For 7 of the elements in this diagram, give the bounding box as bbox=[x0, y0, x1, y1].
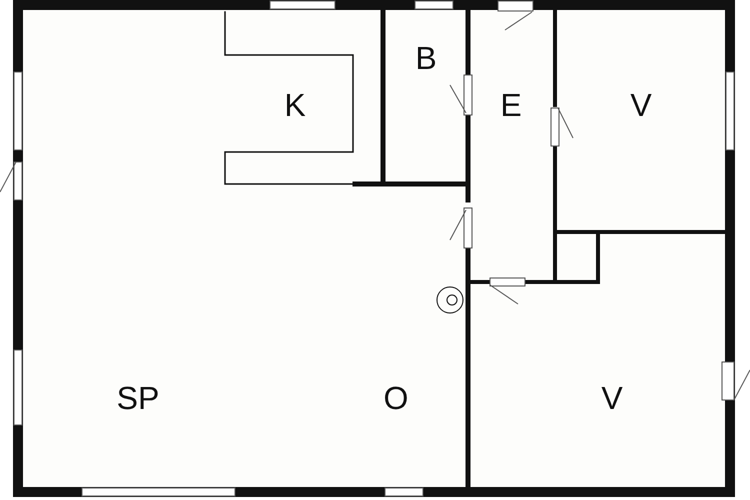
room-label: V bbox=[630, 89, 652, 121]
room-label: O bbox=[384, 382, 408, 414]
room-label: E bbox=[500, 89, 522, 121]
room-label: V bbox=[601, 382, 623, 414]
room-label: K bbox=[284, 89, 306, 121]
room-label: SP bbox=[116, 382, 160, 414]
room-label: B bbox=[415, 42, 437, 74]
